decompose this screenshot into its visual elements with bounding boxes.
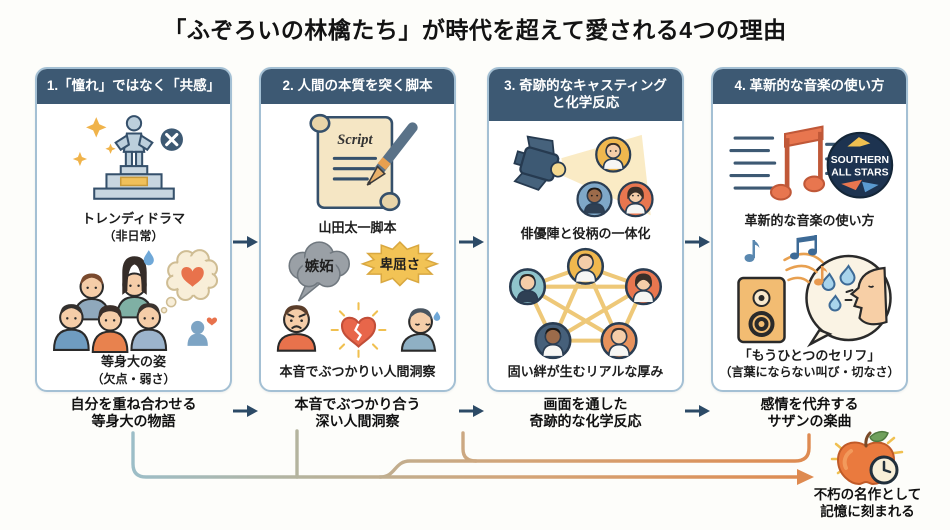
southern-all-stars-badge: SOUTHERN ALL STARS [826, 131, 893, 199]
tear-icon [143, 250, 154, 266]
card-4-caption-bottom: 「もうひとつのセリフ」 （言葉にならない叫び・切なさ） [719, 347, 900, 380]
summary-1: 自分を重ね合わせる 等身大の物語 [70, 396, 197, 430]
arrow-summary-2-to-3 [459, 405, 484, 417]
page-title: 「ふぞろいの林檎たち」が時代を超えて愛される4つの理由 [163, 17, 787, 43]
music-illustration: SOUTHERN ALL STARS [728, 125, 893, 201]
card-music: 4. 革新的な音楽の使い方 SOUTHERN ALL STARS [711, 67, 908, 392]
flow-line-1 [131, 431, 801, 479]
arrow-card-2-to-3 [459, 236, 484, 248]
jealousy-bubble: 嫉妬 [287, 241, 350, 303]
apple-icon [836, 441, 896, 486]
person-front-right [129, 303, 167, 352]
viewer-person-icon [186, 321, 208, 346]
arrow-card-1-to-2 [233, 236, 258, 248]
speaker-icon [736, 276, 786, 343]
plaque [119, 176, 148, 187]
card-2-caption-bottom: 本音でぶつかりい人間洞察 [279, 364, 436, 380]
spotlight-illustration [512, 134, 654, 218]
card-2-header: 2. 人間の本質を突く脚本 [261, 69, 454, 104]
music-note-icon [769, 125, 825, 201]
summary-3: 画面を通した 奇跡的な化学反応 [529, 396, 642, 430]
card-3-header: 3. 奇跡的なキャスティング と化学反応 [489, 69, 682, 121]
servility-label: 卑屈さ [379, 256, 419, 272]
card-3-caption-bottom: 固い絆が生むリアルな厚み [507, 364, 664, 380]
broken-heart-icon [330, 302, 386, 359]
sound-waves [782, 252, 824, 283]
arrow-summary-1-to-2 [233, 405, 258, 417]
person-front-left [52, 304, 90, 352]
card-4-header: 4. 革新的な音楽の使い方 [713, 69, 906, 104]
badge-line-2: ALL STARS [831, 167, 888, 178]
angry-man [276, 305, 316, 353]
card-casting: 3. 奇跡的なキャスティング と化学反応 [487, 67, 684, 392]
card-1-caption-top: トレンディドラマ （非日常） [81, 210, 186, 243]
sparkle-icon [72, 151, 87, 166]
flow-arrowhead [797, 469, 814, 485]
sad-man [400, 308, 440, 353]
card-3-body: 俳優陣と役柄の一体化 [489, 121, 682, 390]
servility-starburst: 卑屈さ [359, 241, 439, 288]
statue-figure [92, 114, 175, 200]
bond-network-illustration [508, 247, 662, 359]
actor-avatar [594, 136, 631, 173]
card-4-body: SOUTHERN ALL STARS 革新的な音楽の使い方 [713, 104, 906, 390]
card-script: 2. 人間の本質を突く脚本 Script 山田太一脚本 [259, 67, 456, 392]
sparkle-icon [104, 143, 116, 154]
heart-icon [180, 267, 204, 287]
pen-icon [366, 122, 418, 186]
speech-bubble [804, 254, 892, 347]
x-icon [160, 128, 183, 151]
arrow-summary-3-to-4 [685, 405, 710, 417]
spotlight-icon [512, 135, 566, 191]
actor-avatar [616, 180, 654, 218]
script-scroll-illustration: Script [308, 113, 418, 211]
small-heart-icon [206, 317, 217, 326]
person-back-right [115, 256, 153, 319]
scroll [316, 115, 393, 209]
apple-stem [864, 431, 872, 448]
clock-icon [869, 455, 899, 485]
apple-leaf [869, 430, 889, 443]
floating-notes [744, 234, 827, 286]
scroll-label: Script [337, 132, 373, 148]
relatable-people-illustration [52, 249, 218, 354]
cast-avatar [624, 267, 662, 305]
statue-illustration [72, 114, 183, 200]
apple-clock-icon [830, 430, 904, 486]
flow-line-3 [461, 431, 478, 463]
cast-avatar [566, 247, 604, 285]
cast-avatar [508, 267, 546, 305]
badge-line-1: SOUTHERN [830, 155, 888, 166]
conclusion-text: 不朽の名作として 記憶に刻まれる [813, 487, 922, 519]
card-2-body: Script 山田太一脚本 嫉妬 [261, 104, 454, 390]
card-3-caption-top: 俳優陣と役柄の一体化 [520, 226, 651, 242]
speaker-emotion-illustration [736, 234, 892, 347]
sweat-icon [433, 311, 440, 322]
sparkle-icon [85, 117, 106, 138]
thought-bubble-icon [160, 249, 218, 314]
human-insight-illustration: 嫉妬 卑屈さ [276, 241, 440, 359]
crying-face-icon [844, 266, 888, 326]
arrow-card-3-to-4 [685, 236, 710, 248]
summary-4: 感情を代弁する サザンの楽曲 [760, 396, 859, 430]
person-front-center [91, 305, 128, 354]
sparkle-lines [830, 436, 904, 475]
card-1-caption-bottom: 等身大の姿 （欠点・弱さ） [91, 354, 176, 386]
card-empathy: 1.「憧れ」ではなく「共感」 トレンディド [35, 67, 232, 392]
card-2-caption-top: 山田太一脚本 [318, 219, 397, 235]
summary-2: 本音でぶつかり合う 深い人間洞察 [294, 396, 421, 430]
card-1-body: トレンディドラマ （非日常） [37, 104, 230, 390]
jealousy-label: 嫉妬 [304, 257, 333, 275]
flow-line-4 [378, 433, 811, 479]
cast-avatar [599, 321, 638, 359]
tears-icon [820, 263, 856, 312]
cast-avatar [533, 321, 572, 359]
card-1-header: 1.「憧れ」ではなく「共感」 [37, 69, 230, 104]
card-4-caption-top: 革新的な音楽の使い方 [744, 212, 875, 228]
actor-avatar [575, 180, 613, 218]
